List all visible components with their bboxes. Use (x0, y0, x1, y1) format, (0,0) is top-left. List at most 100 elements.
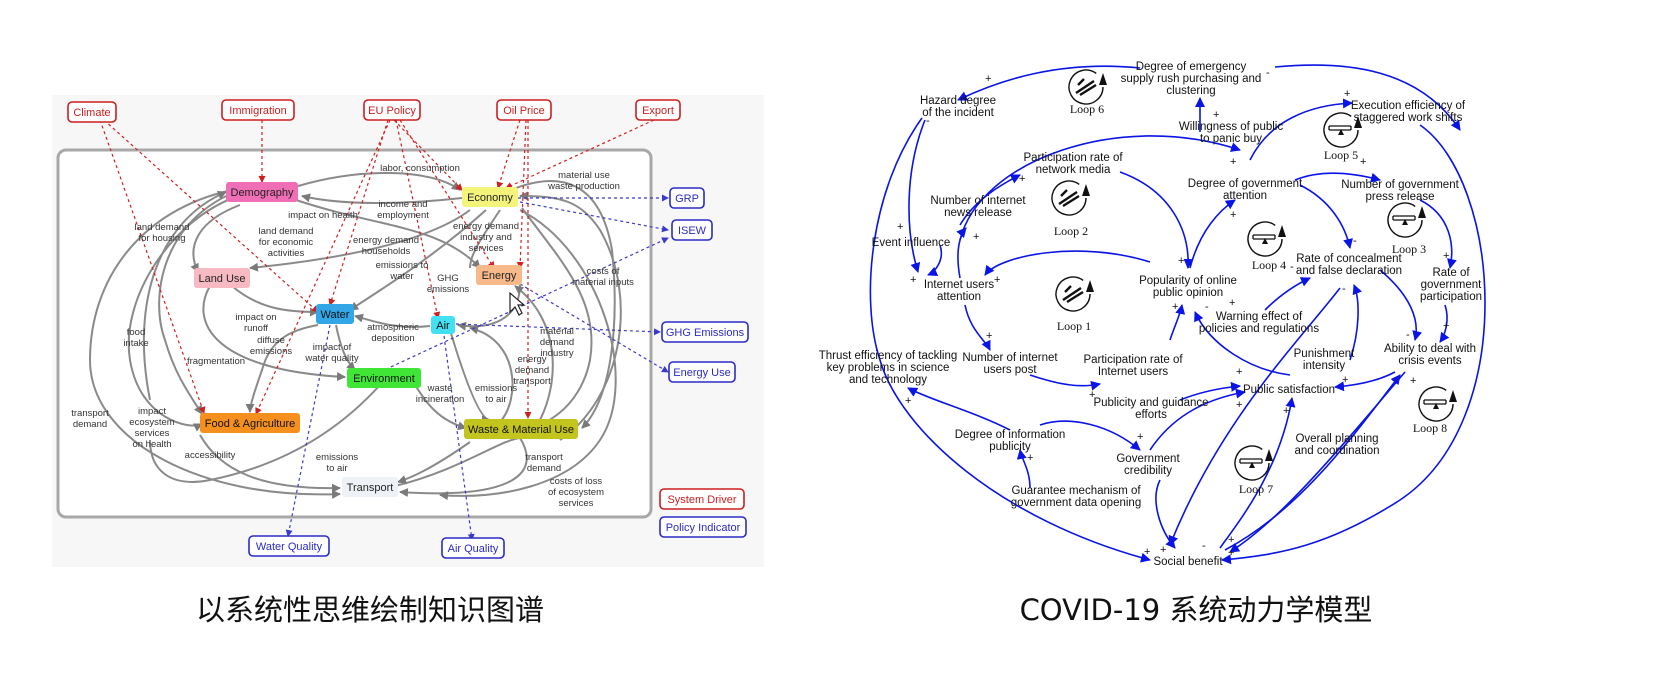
svg-text:Export: Export (642, 105, 674, 117)
polarity-sign: - (1266, 67, 1270, 79)
polarity-sign: + (1283, 405, 1289, 417)
svg-text:GRP: GRP (675, 193, 699, 205)
polarity-sign: + (1236, 366, 1242, 378)
polarity-sign: + (1236, 399, 1242, 411)
polarity-sign: - (1205, 301, 1209, 313)
svg-text:Policy Indicator: Policy Indicator (666, 522, 741, 534)
edge-label: labor, consumption (380, 163, 460, 174)
polarity-sign: + (986, 330, 992, 342)
balancing-loop-icon (1323, 112, 1362, 148)
polarity-sign: + (985, 73, 991, 85)
loop-label: Loop 2 (1054, 224, 1088, 238)
node-food-agriculture: Food & Agriculture (200, 413, 300, 433)
svg-text:Environment: Environment (353, 373, 415, 385)
svg-text:Land Use: Land Use (198, 273, 245, 285)
svg-text:Energy: Energy (482, 270, 517, 282)
balancing-loop-icon (1387, 202, 1426, 238)
polarity-sign: + (973, 231, 979, 243)
loop-label: Loop 1 (1057, 319, 1091, 333)
svg-text:Water Quality: Water Quality (256, 541, 323, 553)
polarity-sign: + (1019, 173, 1025, 185)
indicator-water-quality: Water Quality (248, 535, 330, 557)
reinforcing-loop-icon (1068, 69, 1107, 105)
edge-label: fragmentation (187, 356, 245, 367)
polarity-sign: + (910, 274, 916, 286)
polarity-sign: + (1230, 156, 1236, 168)
variable-social-benefit: Social benefit (1153, 556, 1223, 568)
svg-text:GHG Emissions: GHG Emissions (666, 327, 745, 339)
indicator-grp: GRP (669, 187, 705, 209)
polarity-sign: + (1213, 109, 1219, 121)
loop-label: Loop 7 (1239, 482, 1273, 496)
polarity-sign: + (1172, 301, 1178, 313)
loop-label: Loop 3 (1392, 242, 1426, 256)
driver-immigration: Immigration (221, 99, 295, 121)
svg-text:ISEW: ISEW (678, 225, 707, 237)
indicator-isew: ISEW (671, 219, 713, 241)
polarity-sign: + (1342, 374, 1348, 386)
edge-label: impact on health (288, 210, 358, 221)
polarity-sign: + (1443, 320, 1449, 332)
loop-label: Loop 6 (1070, 102, 1104, 116)
node-water: Water (316, 304, 354, 324)
legend-policy-indicator: Policy Indicator (659, 516, 747, 538)
balancing-loop-icon (1247, 221, 1286, 257)
polarity-sign: + (1360, 156, 1366, 168)
polarity-sign: + (1144, 546, 1150, 558)
node-economy: Economy (462, 187, 518, 207)
node-waste-material-use: Waste & Material Use (464, 419, 578, 439)
polarity-sign: + (1137, 431, 1143, 443)
svg-text:Oil Price: Oil Price (503, 105, 545, 117)
driver-export: Export (635, 99, 681, 121)
polarity-sign: - (1202, 540, 1206, 552)
svg-text:Transport: Transport (347, 482, 394, 494)
svg-text:Immigration: Immigration (229, 105, 286, 117)
variable-public-satisfaction: Public satisfaction (1243, 384, 1335, 396)
legend-system-driver: System Driver (659, 488, 745, 510)
svg-text:Economy: Economy (467, 192, 513, 204)
mouse-cursor-icon (509, 291, 526, 316)
polarity-sign: + (897, 221, 903, 233)
indicator-energy-use: Energy Use (668, 361, 736, 383)
node-air: Air (431, 316, 455, 334)
polarity-sign: + (1228, 534, 1234, 546)
polarity-sign: + (1229, 297, 1235, 309)
polarity-sign: + (1228, 547, 1234, 559)
balancing-loop-icon (1418, 386, 1457, 422)
svg-text:Water: Water (321, 309, 350, 321)
indicator-air-quality: Air Quality (441, 537, 505, 559)
